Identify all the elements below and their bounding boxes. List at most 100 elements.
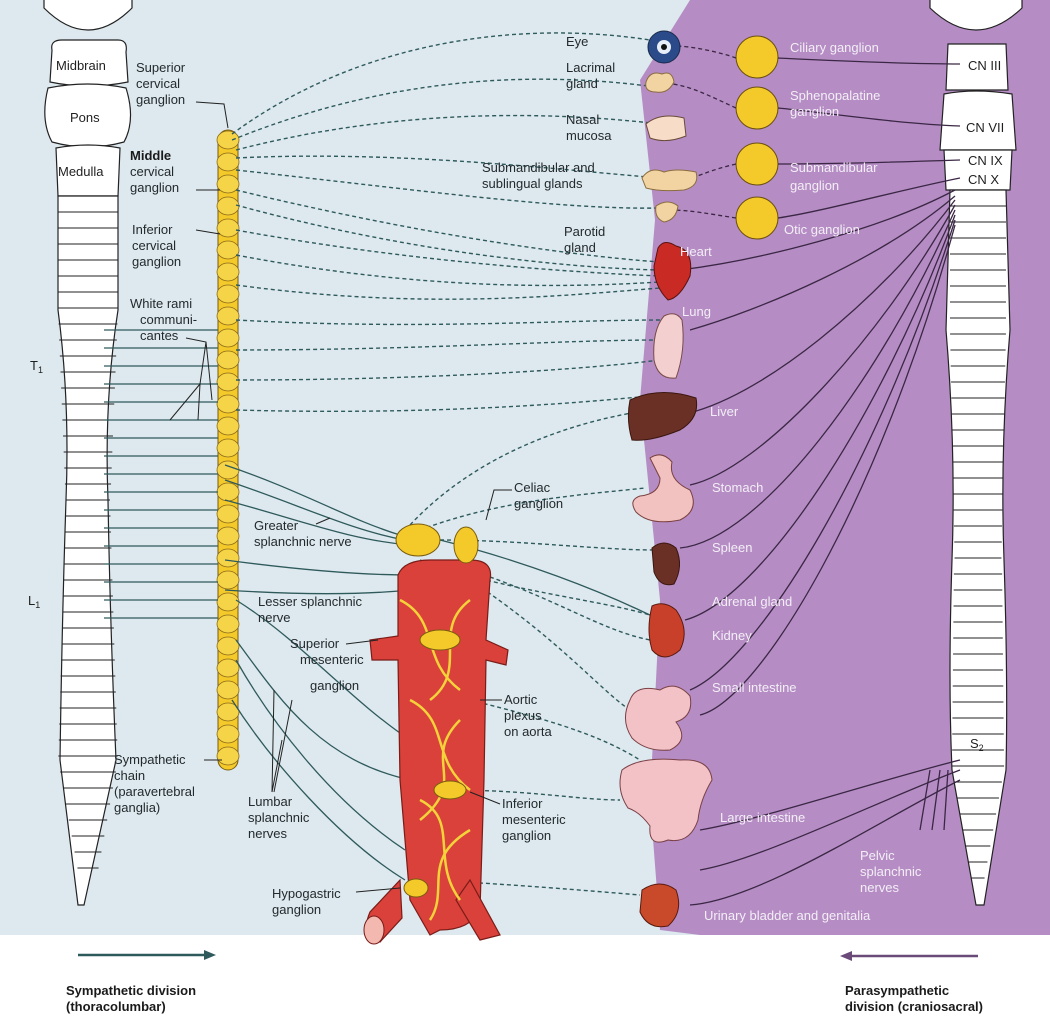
chain-ganglion-node bbox=[217, 483, 239, 501]
medulla-label: Medulla bbox=[58, 164, 104, 179]
chain-ganglion-node bbox=[217, 197, 239, 215]
svg-text:Lesser splanchnic: Lesser splanchnic bbox=[258, 594, 363, 609]
celiac-ganglion-right bbox=[454, 527, 478, 563]
nasal-mucosa-organ bbox=[646, 116, 686, 141]
pelvic-splanchnic-label-1: Pelvic bbox=[860, 848, 895, 863]
chain-ganglion-node bbox=[217, 505, 239, 523]
pelvic-splanchnic-label-3: nerves bbox=[860, 880, 900, 895]
chain-ganglion-node bbox=[217, 285, 239, 303]
svg-text:splanchnic: splanchnic bbox=[248, 810, 310, 825]
hypogastric-ganglion bbox=[404, 879, 428, 897]
inferior-mesenteric-ganglion bbox=[434, 781, 466, 799]
svg-text:Greater: Greater bbox=[254, 518, 299, 533]
chain-ganglion-node bbox=[217, 527, 239, 545]
chain-ganglion-node bbox=[217, 175, 239, 193]
superior-mesenteric-ganglion bbox=[420, 630, 460, 650]
adrenal-label: Adrenal gland bbox=[712, 594, 792, 609]
svg-text:cantes: cantes bbox=[140, 328, 179, 343]
svg-text:Inferior: Inferior bbox=[132, 222, 173, 237]
svg-text:Aortic: Aortic bbox=[504, 692, 538, 707]
parasympathetic-division-title: Parasympathetic bbox=[845, 983, 949, 998]
svg-text:nerves: nerves bbox=[248, 826, 288, 841]
urinary-bladder-organ bbox=[640, 884, 679, 927]
chain-ganglion-node bbox=[217, 417, 239, 435]
svg-text:mesenteric: mesenteric bbox=[300, 652, 364, 667]
otic-ganglion-label: Otic ganglion bbox=[784, 222, 860, 237]
cn-ix-label: CN IX bbox=[968, 153, 1003, 168]
chain-ganglion-node bbox=[217, 747, 239, 765]
svg-text:Superior: Superior bbox=[290, 636, 340, 651]
nasal-label-1: Nasal bbox=[566, 112, 599, 127]
ciliary-ganglion bbox=[736, 36, 778, 78]
pons-label: Pons bbox=[70, 110, 100, 125]
chain-ganglion-node bbox=[217, 219, 239, 237]
chain-ganglion-node bbox=[217, 659, 239, 677]
svg-text:splanchnic nerve: splanchnic nerve bbox=[254, 534, 352, 549]
cn-vii-label: CN VII bbox=[966, 120, 1004, 135]
chain-ganglion-node bbox=[217, 439, 239, 457]
sympathetic-division-title: Sympathetic division bbox=[66, 983, 196, 998]
eye-label: Eye bbox=[566, 34, 588, 49]
lacrimal-label-2: gland bbox=[566, 76, 598, 91]
stomach-label: Stomach bbox=[712, 480, 763, 495]
chain-ganglion-node bbox=[217, 307, 239, 325]
svg-text:ganglion: ganglion bbox=[502, 828, 551, 843]
parotid-label-2: gland bbox=[564, 240, 596, 255]
celiac-ganglion bbox=[396, 524, 440, 556]
svg-text:Middle: Middle bbox=[130, 148, 171, 163]
svg-text:ganglion: ganglion bbox=[130, 180, 179, 195]
nasal-label-2: mucosa bbox=[566, 128, 612, 143]
small-intestine-organ bbox=[625, 686, 690, 750]
svg-text:ganglion: ganglion bbox=[514, 496, 563, 511]
svg-text:Sympathetic: Sympathetic bbox=[114, 752, 186, 767]
parasympathetic-division-subtitle: division (craniosacral) bbox=[845, 999, 983, 1014]
svg-text:Hypogastric: Hypogastric bbox=[272, 886, 341, 901]
chain-ganglion-node bbox=[217, 263, 239, 281]
submandibular-label-2: sublingual glands bbox=[482, 176, 583, 191]
chain-ganglion-node bbox=[217, 593, 239, 611]
submandibular-ganglion-label-2: ganglion bbox=[790, 178, 839, 193]
submandibular-gland-organ bbox=[642, 170, 697, 191]
chain-ganglion-node bbox=[217, 637, 239, 655]
spleen-label: Spleen bbox=[712, 540, 752, 555]
chain-ganglion-node bbox=[217, 549, 239, 567]
svg-text:cervical: cervical bbox=[132, 238, 176, 253]
svg-text:on aorta: on aorta bbox=[504, 724, 552, 739]
svg-text:ganglion: ganglion bbox=[136, 92, 185, 107]
liver-label: Liver bbox=[710, 404, 739, 419]
svg-text:plexus: plexus bbox=[504, 708, 542, 723]
ciliary-ganglion-label: Ciliary ganglion bbox=[790, 40, 879, 55]
svg-text:ganglion: ganglion bbox=[132, 254, 181, 269]
sphenopalatine-label-1: Sphenopalatine bbox=[790, 88, 880, 103]
svg-text:ganglia): ganglia) bbox=[114, 800, 160, 815]
midbrain-label: Midbrain bbox=[56, 58, 106, 73]
small-intestine-label: Small intestine bbox=[712, 680, 797, 695]
svg-text:ganglion: ganglion bbox=[310, 678, 359, 693]
sympathetic-division-subtitle: (thoracolumbar) bbox=[66, 999, 166, 1014]
pelvic-splanchnic-label-2: splanchnic bbox=[860, 864, 922, 879]
heart-label: Heart bbox=[680, 244, 712, 259]
svg-text:chain: chain bbox=[114, 768, 145, 783]
chain-ganglion-node bbox=[217, 241, 239, 259]
chain-ganglion-node bbox=[217, 461, 239, 479]
svg-text:communi-: communi- bbox=[140, 312, 197, 327]
svg-text:Inferior: Inferior bbox=[502, 796, 543, 811]
svg-text:ganglion: ganglion bbox=[272, 902, 321, 917]
otic-ganglion bbox=[736, 197, 778, 239]
chain-ganglion-node bbox=[217, 681, 239, 699]
svg-text:cervical: cervical bbox=[136, 76, 180, 91]
svg-text:Lumbar: Lumbar bbox=[248, 794, 293, 809]
sphenopalatine-ganglion bbox=[736, 87, 778, 129]
chain-ganglion-node bbox=[217, 395, 239, 413]
svg-text:nerve: nerve bbox=[258, 610, 291, 625]
chain-ganglion-node bbox=[217, 131, 239, 149]
chain-ganglion-node bbox=[217, 571, 239, 589]
chain-ganglion-node bbox=[217, 373, 239, 391]
svg-text:Celiac: Celiac bbox=[514, 480, 551, 495]
svg-text:Superior: Superior bbox=[136, 60, 186, 75]
chain-ganglia bbox=[217, 131, 239, 765]
parotid-label-1: Parotid bbox=[564, 224, 605, 239]
chain-ganglion-node bbox=[217, 351, 239, 369]
submandibular-ganglion bbox=[736, 143, 778, 185]
submandibular-label-1: Submandibular and bbox=[482, 160, 595, 175]
